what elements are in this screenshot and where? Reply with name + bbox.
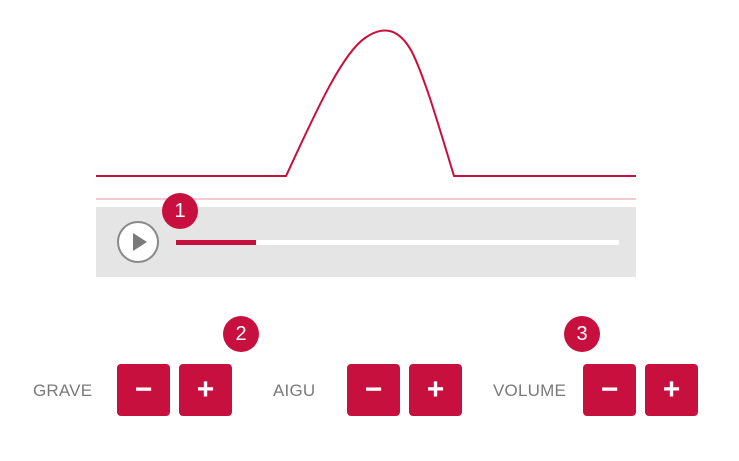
- eq-curve-line: [96, 29, 636, 177]
- aigu-plus-button[interactable]: +: [409, 364, 462, 416]
- badge-3: 3: [564, 316, 600, 352]
- play-button[interactable]: [117, 221, 159, 263]
- grave-label: GRAVE: [33, 381, 93, 400]
- play-icon: [133, 233, 147, 251]
- volume-label: VOLUME: [493, 381, 566, 400]
- grave-plus-button[interactable]: +: [179, 364, 232, 416]
- progress-fill: [176, 240, 256, 245]
- volume-minus-button[interactable]: −: [583, 364, 636, 416]
- aigu-label: AIGU: [273, 381, 316, 400]
- badge-2: 2: [223, 316, 259, 352]
- aigu-minus-button[interactable]: −: [347, 364, 400, 416]
- progress-track[interactable]: [176, 240, 619, 245]
- grave-minus-button[interactable]: −: [117, 364, 170, 416]
- eq-curve: [96, 29, 636, 177]
- volume-plus-button[interactable]: +: [645, 364, 698, 416]
- baseline-divider: [96, 198, 636, 200]
- badge-1: 1: [162, 193, 198, 229]
